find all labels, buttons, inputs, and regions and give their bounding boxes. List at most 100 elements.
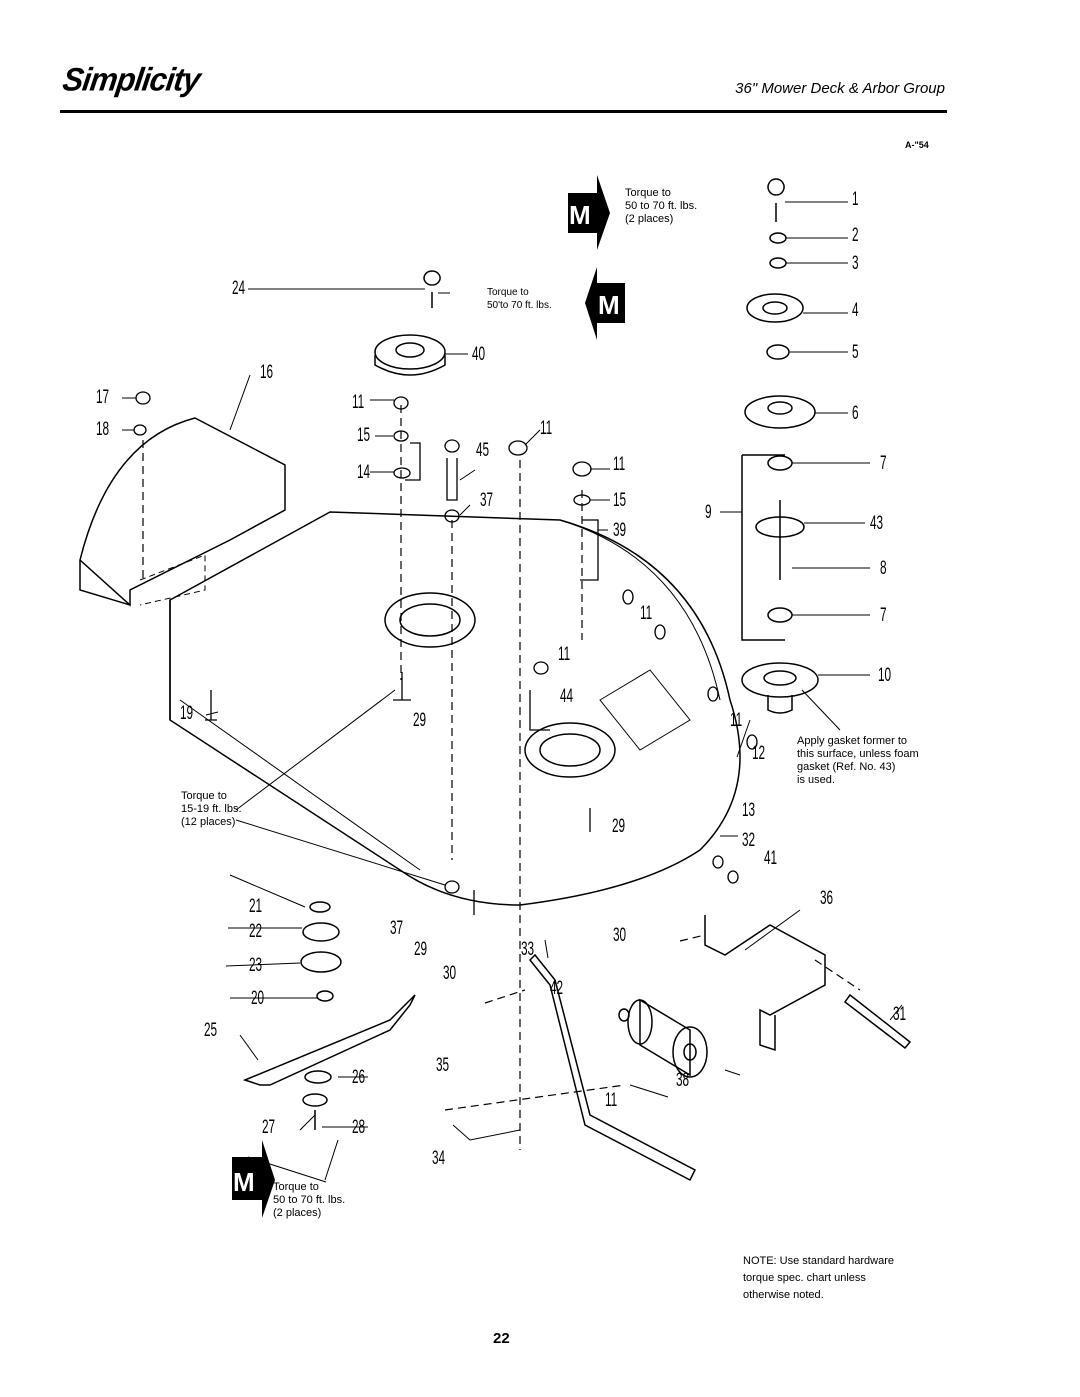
callout-line: Torque to [181, 790, 227, 802]
belt-shield [79, 417, 286, 607]
part-label: 37 [390, 918, 404, 939]
part-label: 11 [352, 392, 365, 413]
part-label: 9 [705, 502, 712, 523]
part-label: 45 [476, 440, 490, 461]
part-label: 36 [820, 888, 834, 909]
anti-scalp-roller [618, 998, 708, 1078]
torque-note: NOTE: Use standard hardware torque spec.… [743, 1253, 973, 1304]
part-label: 18 [96, 419, 110, 440]
torque-callout-pulley: Torque to 50'to 70 ft. lbs. [487, 286, 552, 312]
callout-line: gasket (Ref. No. 43) [797, 761, 896, 773]
callout-line: Apply gasket former to [797, 735, 908, 747]
callout-line: (2 places) [625, 213, 674, 225]
part-label: 11 [640, 603, 653, 624]
part-label: 16 [260, 362, 274, 383]
note-line: NOTE: Use standard hardware [743, 1255, 895, 1267]
part-label: 21 [249, 896, 263, 917]
part-label: 38 [676, 1070, 690, 1091]
callout-line: is used. [797, 774, 835, 786]
callout-line: this surface, unless foam [797, 748, 919, 760]
mower-deck [169, 511, 741, 906]
figure-reference: A-"54 [905, 140, 929, 150]
part-label: 30 [443, 963, 457, 984]
badge-m-text: M [233, 1167, 255, 1197]
part-label: 19 [180, 703, 194, 724]
part-label: 4 [852, 300, 859, 321]
leader-lines [122, 201, 903, 1183]
spindle-assembly [741, 178, 819, 714]
part-label: 29 [414, 939, 428, 960]
part-label: 39 [613, 520, 627, 541]
part-label: 29 [413, 710, 427, 731]
part-label: 11 [605, 1090, 618, 1111]
part-label: 14 [357, 462, 371, 483]
part-label: 29 [612, 816, 626, 837]
part-label: 11 [540, 418, 553, 439]
part-label: 23 [249, 955, 263, 976]
part-label: 11 [558, 644, 571, 665]
part-label: 11 [730, 710, 743, 731]
part-label: 44 [560, 686, 574, 707]
part-label: 25 [204, 1020, 218, 1041]
part-label: 11 [613, 454, 626, 475]
callout-line: Torque to [273, 1181, 319, 1193]
part-label: 35 [436, 1055, 450, 1076]
part-label: 6 [852, 403, 859, 424]
part-label: 17 [96, 387, 110, 408]
part-label: 7 [880, 605, 887, 626]
header-divider [60, 110, 947, 113]
blade-assembly [242, 901, 416, 1130]
part-label: 15 [613, 490, 627, 511]
note-line: otherwise noted. [743, 1289, 824, 1301]
badge-m-text: M [598, 290, 620, 320]
badge-m-text: M [569, 200, 591, 230]
part-label: 15 [357, 425, 371, 446]
part-label: 1 [852, 189, 859, 210]
part-label: 41 [764, 848, 778, 869]
part-label: 33 [521, 939, 535, 960]
torque-callout-top: Torque to 50 to 70 ft. lbs. (2 places) [625, 187, 697, 226]
gasket-note: Apply gasket former to this surface, unl… [797, 735, 967, 787]
bracket-and-pin [704, 915, 912, 1052]
part-label: 2 [852, 225, 859, 246]
part-label: 13 [742, 800, 756, 821]
callout-line: 15-19 ft. lbs. [181, 803, 242, 815]
torque-callout-blade: Torque to 50 to 70 ft. lbs. (2 places) [273, 1181, 345, 1220]
callout-line: 50'to 70 ft. lbs. [487, 300, 552, 311]
part-label: 28 [352, 1117, 366, 1138]
assembly-lines [142, 405, 861, 1150]
part-label: 26 [352, 1067, 366, 1088]
roller-bracket [528, 953, 696, 1182]
part-label: 40 [472, 344, 486, 365]
page-number: 22 [493, 1330, 510, 1347]
part-label: 12 [752, 743, 766, 764]
part-label: 24 [232, 278, 246, 299]
part-label: 31 [893, 1004, 907, 1025]
callout-line: (12 places) [181, 816, 236, 828]
callout-line: 50 to 70 ft. lbs. [273, 1194, 346, 1206]
callout-line: (2 places) [273, 1207, 322, 1219]
callout-line: Torque to [625, 187, 671, 199]
part-label: 43 [870, 513, 884, 534]
part-label: 42 [550, 978, 564, 999]
part-label: 20 [251, 988, 265, 1009]
part-label: 3 [852, 253, 859, 274]
note-line: torque spec. chart unless [743, 1272, 866, 1284]
torque-badge-icon [232, 175, 625, 1218]
page-title: 36" Mower Deck & Arbor Group [735, 80, 945, 97]
hardware [133, 391, 758, 915]
part-label: 30 [613, 925, 627, 946]
callout-line: 50 to 70 ft. lbs. [625, 200, 698, 212]
part-label: 7 [880, 453, 887, 474]
part-label: 5 [852, 342, 859, 363]
part-label: 34 [432, 1148, 446, 1169]
part-label: 37 [480, 490, 494, 511]
arbor-pulley [374, 270, 446, 376]
part-label: 32 [742, 830, 756, 851]
part-label: 22 [249, 921, 263, 942]
part-label: 27 [262, 1117, 276, 1138]
torque-callout-deck: Torque to 15-19 ft. lbs. (12 places) [181, 790, 242, 829]
part-label: 8 [880, 558, 887, 579]
part-label: 10 [878, 665, 892, 686]
